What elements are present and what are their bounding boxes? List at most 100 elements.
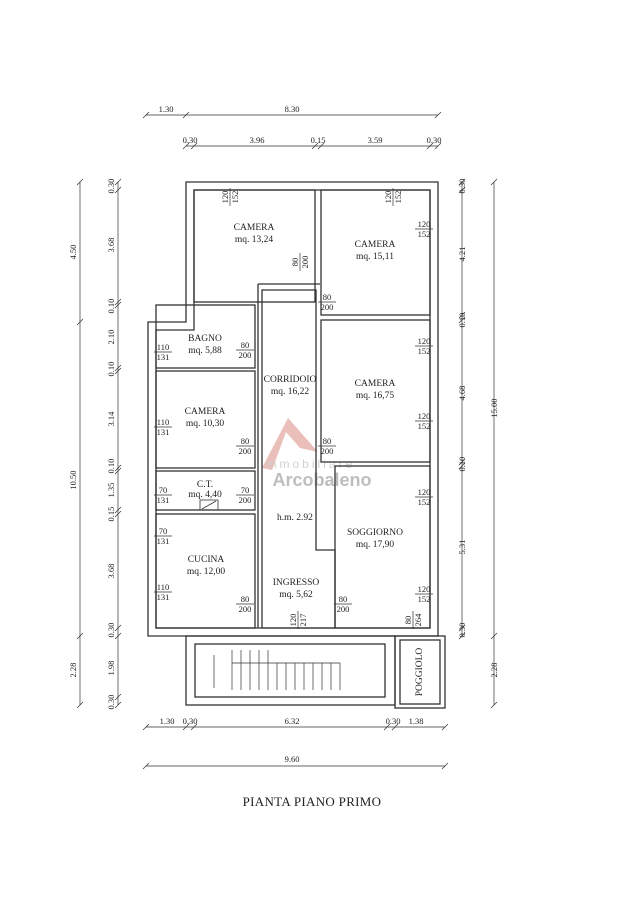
dimension-label: 4.50: [68, 245, 78, 260]
dimension-label: 0.10: [106, 362, 116, 377]
dimension-tick: [114, 178, 122, 186]
dimension-label: 3.68: [106, 564, 116, 579]
opening-width: 120: [383, 191, 393, 204]
room-name: CAMERA: [355, 240, 396, 250]
dimension-tick: [426, 142, 434, 150]
room-area: mq. 5,88: [188, 346, 222, 356]
dimension-label: 2.28: [489, 663, 499, 678]
opening-height: 131: [157, 427, 170, 437]
opening-width: 80: [290, 258, 300, 267]
poggiolo-balcony: POGGIOLO: [394, 635, 446, 709]
dimension-label: 0.30: [427, 135, 442, 145]
dimension-label: 1.35: [106, 483, 116, 498]
opening-height: 152: [418, 594, 431, 604]
dimension-tick: [434, 111, 442, 119]
dimension-label: 6.32: [285, 716, 300, 726]
opening-width: 120: [418, 411, 431, 421]
dimension-label: 0.30: [386, 716, 401, 726]
dimension-tick: [317, 142, 325, 150]
opening-width: 120: [418, 336, 431, 346]
dimension-tick: [114, 506, 122, 514]
dimension-tick: [458, 624, 466, 632]
dimension-tick: [383, 723, 391, 731]
dimension-tick: [114, 701, 122, 709]
opening-height: 200: [337, 604, 350, 614]
dimension-tick: [391, 723, 399, 731]
dimension-label: 0.15: [106, 507, 116, 522]
dimension-tick: [114, 510, 122, 518]
watermark-small-text: immobiliare: [261, 457, 355, 471]
opening-height: 152: [230, 191, 240, 204]
opening-width: 120: [288, 614, 298, 627]
staircase: [185, 635, 396, 706]
room-name: CUCINA: [188, 555, 225, 565]
opening-height: 131: [157, 495, 170, 505]
opening-height: 131: [157, 592, 170, 602]
dimension-label: 2.28: [68, 663, 78, 678]
dimension-label: 0.30: [106, 179, 116, 194]
dimension-label: 0.30: [106, 623, 116, 638]
dimension-label: 0.30: [183, 135, 198, 145]
dimension-tick: [441, 762, 449, 770]
dimension-tick: [114, 632, 122, 640]
dimension-label: 3.68: [106, 238, 116, 253]
dimension-label: 2.10: [106, 330, 116, 345]
dimension-tick: [458, 311, 466, 319]
opening-width: 110: [157, 342, 169, 352]
dimension-tick: [142, 762, 150, 770]
room-name: CAMERA: [185, 407, 226, 417]
dimension-tick: [458, 316, 466, 324]
dimension-tick: [114, 364, 122, 372]
room-name: CAMERA: [355, 379, 396, 389]
opening-height: 131: [157, 352, 170, 362]
opening-width: 110: [157, 582, 169, 592]
dimension-tick: [490, 178, 498, 186]
opening-width: 80: [241, 436, 250, 446]
dimension-tick: [114, 464, 122, 472]
dimension-tick: [114, 367, 122, 375]
opening-height: 152: [418, 497, 431, 507]
opening-height: 152: [418, 229, 431, 239]
opening-width: 120: [418, 487, 431, 497]
room-area: mq. 4,40: [188, 490, 222, 500]
opening-width: 70: [159, 526, 168, 536]
opening-height: 217: [298, 614, 308, 627]
opening-height: 152: [418, 421, 431, 431]
dimension-tick: [114, 624, 122, 632]
dimension-tick: [190, 723, 198, 731]
dimension-label: 10.50: [68, 470, 78, 489]
dimension-label: 0.10: [106, 459, 116, 474]
dimension-tick: [490, 632, 498, 640]
opening-width: 70: [241, 485, 250, 495]
dimension-tick: [114, 693, 122, 701]
room-area: mq. 16,22: [271, 387, 310, 397]
dimension-label: 0.30: [457, 623, 467, 638]
room-area: mq. 13,24: [235, 235, 274, 245]
opening-width: 80: [323, 292, 332, 302]
dimension-label: 3.96: [250, 135, 265, 145]
dimension-tick: [458, 632, 466, 640]
dimension-tick: [76, 178, 84, 186]
opening-height: 200: [239, 350, 252, 360]
watermark-logo: immobiliare Arcobaleno: [261, 418, 372, 490]
dimension-label: 0.10: [457, 457, 467, 472]
dimension-label: 8.30: [285, 104, 300, 114]
room-name: CORRIDOIO: [264, 375, 317, 385]
